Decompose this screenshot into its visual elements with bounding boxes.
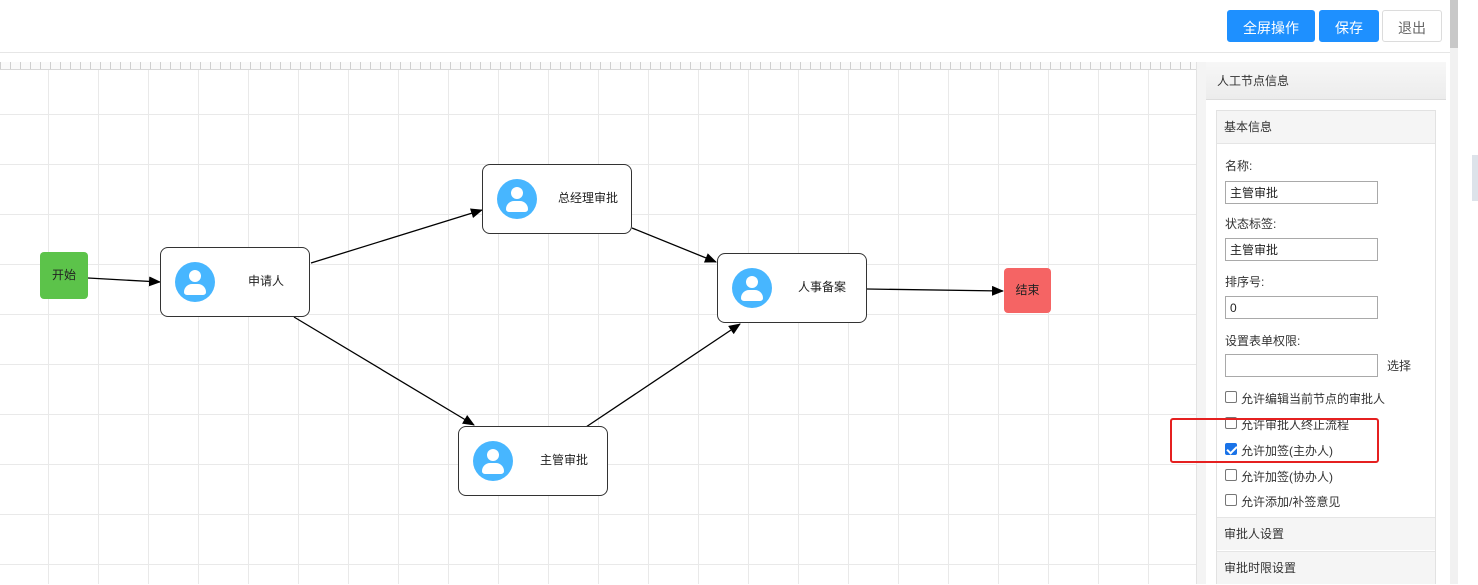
top-toolbar: 全屏操作 保存 退出 bbox=[0, 0, 1450, 53]
sort-label: 排序号: bbox=[1225, 275, 1265, 289]
end-node[interactable]: 结束 bbox=[1004, 268, 1051, 313]
node-supervisor-approval[interactable]: 主管审批 bbox=[458, 426, 608, 496]
horizontal-ruler bbox=[0, 62, 1196, 70]
user-avatar-icon bbox=[732, 268, 772, 308]
checkbox-icon[interactable] bbox=[1225, 417, 1237, 429]
sort-input[interactable] bbox=[1225, 296, 1378, 319]
user-avatar-icon bbox=[497, 179, 537, 219]
checkbox-checked-icon[interactable] bbox=[1225, 443, 1237, 455]
side-collapse-tab[interactable] bbox=[1472, 155, 1478, 201]
highlight-annotation-box bbox=[1170, 418, 1379, 463]
node-label: 人事备案 bbox=[798, 280, 847, 294]
user-avatar-icon bbox=[175, 262, 215, 302]
flow-canvas[interactable] bbox=[0, 62, 1196, 584]
checkbox-icon[interactable] bbox=[1225, 391, 1237, 403]
node-label: 总经理审批 bbox=[558, 191, 619, 205]
user-avatar-icon bbox=[473, 441, 513, 481]
form-permission-input[interactable] bbox=[1225, 354, 1378, 377]
scrollbar-thumb[interactable] bbox=[1450, 0, 1458, 48]
checkbox-icon[interactable] bbox=[1225, 494, 1237, 506]
fullscreen-button[interactable]: 全屏操作 bbox=[1227, 10, 1315, 42]
name-input[interactable] bbox=[1225, 181, 1378, 204]
name-label: 名称: bbox=[1225, 159, 1253, 173]
node-applicant[interactable]: 申请人 bbox=[160, 247, 310, 317]
node-label: 主管审批 bbox=[540, 453, 589, 467]
checkbox-icon[interactable] bbox=[1225, 469, 1237, 481]
vertical-scrollbar[interactable] bbox=[1450, 0, 1458, 584]
node-label: 申请人 bbox=[248, 274, 285, 288]
panel-splitter[interactable] bbox=[1196, 62, 1207, 584]
exit-button[interactable]: 退出 bbox=[1382, 10, 1442, 42]
start-node[interactable]: 开始 bbox=[40, 252, 88, 299]
basic-info-section: 基本信息 名称: 状态标签: 排序号: 设置表单权限: 选择 允许编辑当前节点的… bbox=[1216, 110, 1436, 584]
save-button[interactable]: 保存 bbox=[1319, 10, 1379, 42]
node-hr-record[interactable]: 人事备案 bbox=[717, 253, 867, 323]
node-gm-approval[interactable]: 总经理审批 bbox=[482, 164, 632, 234]
panel-title: 人工节点信息 bbox=[1206, 62, 1446, 100]
form-permission-label: 设置表单权限: bbox=[1225, 334, 1301, 348]
status-label: 状态标签: bbox=[1225, 217, 1277, 231]
approver-settings-header[interactable]: 审批人设置 bbox=[1217, 517, 1435, 550]
time-limit-settings-header[interactable]: 审批时限设置 bbox=[1217, 551, 1435, 584]
node-properties-panel: 人工节点信息 基本信息 名称: 状态标签: 排序号: 设置表单权限: 选择 允许… bbox=[1206, 62, 1446, 584]
basic-info-header[interactable]: 基本信息 bbox=[1217, 111, 1435, 144]
select-link[interactable]: 选择 bbox=[1387, 359, 1412, 373]
status-input[interactable] bbox=[1225, 238, 1378, 261]
